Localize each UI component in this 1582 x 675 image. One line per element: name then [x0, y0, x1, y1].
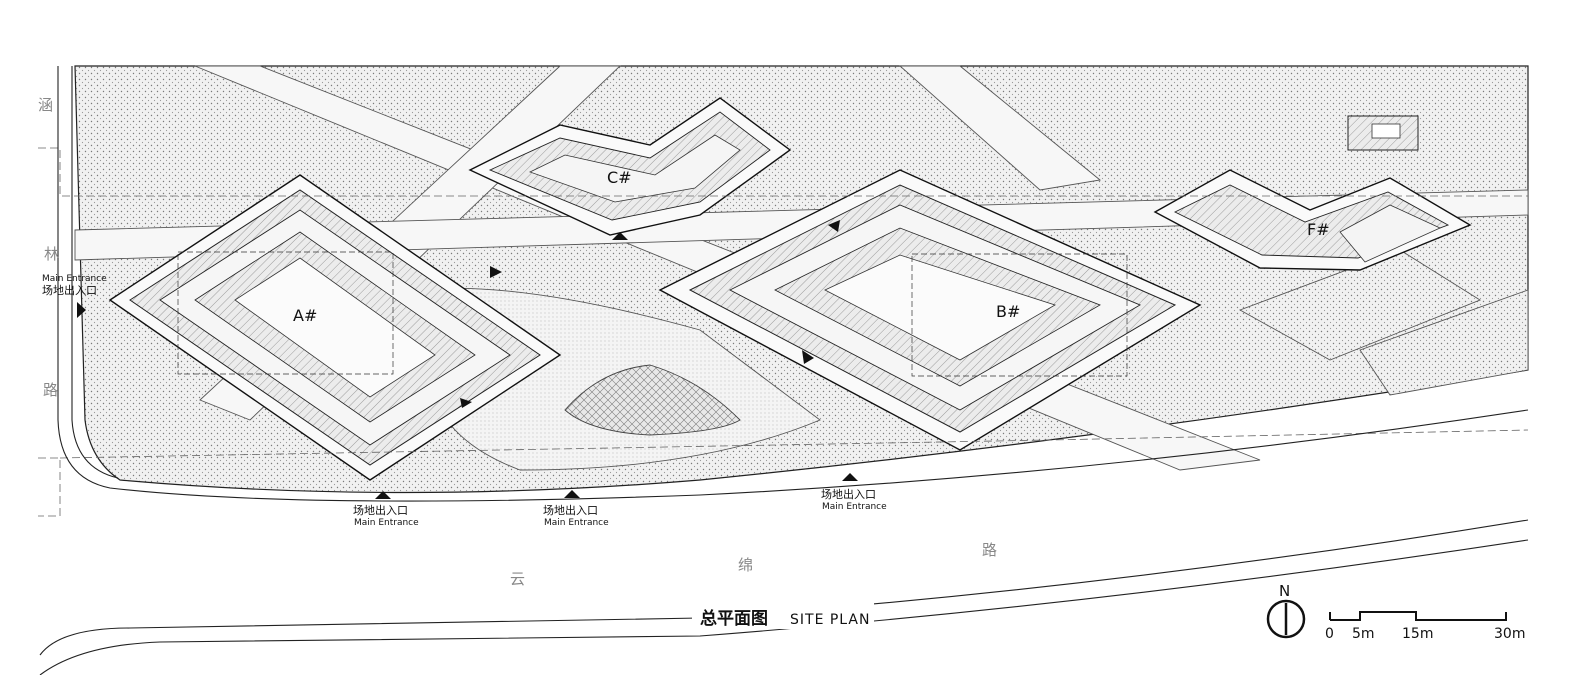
svg-text:场地出入口: 场地出入口	[543, 503, 598, 517]
scale-tick-5m: 5m	[1352, 626, 1375, 642]
entrance-arrow-c	[612, 232, 628, 240]
west-road-char-3: 路	[43, 381, 58, 399]
west-road-char-2: 林	[44, 245, 59, 263]
svg-text:场地出入口: 场地出入口	[42, 283, 97, 297]
north-arrow: N	[1266, 582, 1306, 639]
building-label-b: B#	[996, 302, 1020, 321]
building-b	[658, 169, 1202, 451]
building-label-a: A#	[293, 306, 317, 325]
svg-text:Main Entrance: Main Entrance	[822, 502, 887, 512]
south-road-char-1: 云	[510, 570, 525, 588]
scale-tick-15m: 15m	[1402, 626, 1433, 642]
entrance-label-south-1: 场地出入口 Main Entrance	[353, 503, 419, 528]
svg-text:场地出入口: 场地出入口	[821, 487, 876, 501]
title-en: SITE PLAN	[790, 612, 870, 628]
building-label-c: C#	[607, 168, 632, 187]
svg-text:Main Entrance: Main Entrance	[42, 274, 107, 284]
scale-tick-0: 0	[1325, 626, 1334, 642]
entrance-arrow-b-n	[828, 220, 840, 232]
entrance-arrows	[77, 220, 858, 499]
north-label: N	[1279, 582, 1290, 600]
entrance-arrow-a-ne	[490, 266, 502, 278]
south-road-char-2: 绵	[738, 556, 753, 574]
building-c	[468, 97, 792, 236]
west-road-char-1: 涵	[38, 96, 53, 114]
small-structure	[1347, 115, 1419, 151]
building-f	[1153, 169, 1472, 271]
svg-text:Main Entrance: Main Entrance	[544, 518, 609, 528]
title-cn: 总平面图	[700, 608, 768, 629]
entrance-arrow-south-2	[564, 490, 580, 498]
south-road-char-3: 路	[982, 541, 997, 559]
entrance-label-west: Main Entrance 场地出入口	[42, 274, 107, 297]
central-plaza	[564, 364, 741, 436]
entrance-arrow-a-se	[460, 398, 472, 408]
roads	[39, 66, 1529, 675]
building-a	[108, 174, 562, 481]
scale-bar: 0 5m 15m 30m	[1325, 611, 1525, 642]
scale-tick-30m: 30m	[1494, 626, 1525, 642]
entrance-label-south-3: 场地出入口 Main Entrance	[821, 487, 887, 512]
entrance-arrow-south-3	[842, 473, 858, 481]
drawing-title: 总平面图 SITE PLAN	[692, 603, 874, 629]
entrance-arrow-b-w	[802, 350, 814, 364]
entrance-arrow-west	[77, 302, 86, 318]
svg-text:Main Entrance: Main Entrance	[354, 518, 419, 528]
dashed-boundaries	[38, 147, 1529, 517]
entrance-label-south-2: 场地出入口 Main Entrance	[543, 503, 609, 528]
building-label-f: F#	[1307, 220, 1330, 239]
entrance-arrow-south-1	[375, 491, 391, 499]
svg-text:场地出入口: 场地出入口	[353, 503, 408, 517]
